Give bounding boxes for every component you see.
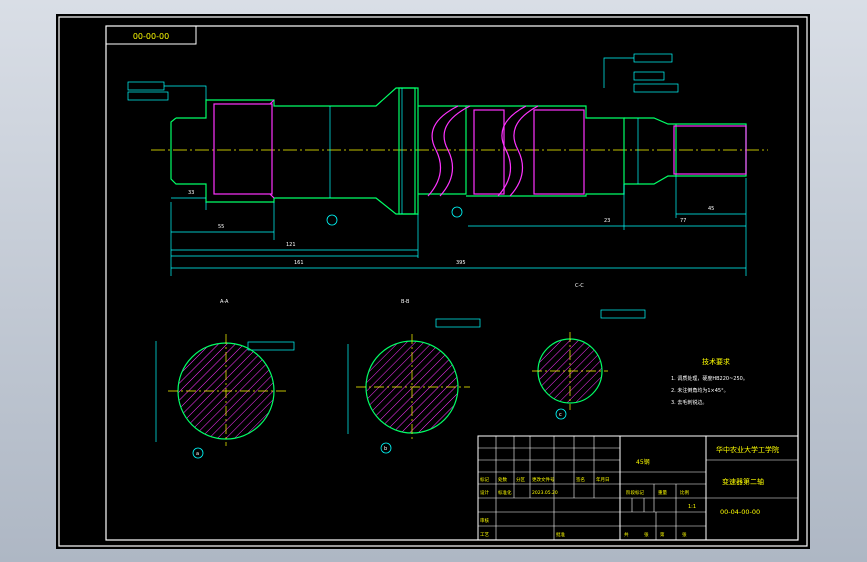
notes-line-1: 1. 调质处理，硬度HB220~250。	[671, 375, 748, 382]
tb-standard: 标准化	[498, 489, 512, 496]
dim-d7: 77	[680, 218, 686, 224]
dimension-texts: 33 55 121 161 395 23 77 45	[188, 190, 714, 266]
drawing-sheet[interactable]: 00-00-00	[56, 14, 810, 549]
section-c-label: C-C	[575, 283, 584, 289]
dim-d4: 161	[294, 260, 304, 266]
tb-sheet-unit-b: 张	[682, 531, 687, 538]
tb-header-1: 标记	[480, 476, 489, 483]
section-markers	[192, 206, 567, 459]
notes-line-2: 2. 未注倒角均为1×45°。	[671, 387, 729, 394]
tb-sheet-total: 共	[624, 531, 629, 538]
dim-d2: 55	[218, 224, 224, 230]
dimension-lines	[170, 88, 747, 276]
thread-zones	[213, 99, 747, 199]
dim-d3: 121	[286, 242, 296, 248]
shaft-drawing: 00-00-00	[58, 16, 808, 547]
tb-school: 华中农业大学工学院	[716, 445, 779, 454]
tb-approve: 批准	[556, 531, 565, 538]
tb-scale: 1:1	[688, 504, 696, 510]
tb-date: 2023.05.20	[532, 490, 558, 496]
tb-sheet-no: 第	[660, 531, 665, 538]
dim-d5: 395	[456, 260, 466, 266]
section-view-a	[155, 334, 286, 446]
dim-d6: 23	[604, 218, 610, 224]
section-b-label: B-B	[401, 299, 410, 305]
notes-line-3: 3. 去毛刺锐边。	[671, 399, 707, 406]
stamp-box: 00-00-00	[105, 25, 197, 45]
tb-drawing-no: 00-04-00-00	[720, 508, 760, 516]
tb-material: 45钢	[636, 458, 650, 466]
section-view-b	[347, 334, 470, 442]
section-a-label: A-A	[220, 299, 229, 305]
inner-frame	[105, 25, 799, 541]
tb-scale-label: 比例	[680, 489, 689, 496]
marker-b: b	[384, 446, 387, 452]
tolerance-frames	[127, 53, 679, 351]
stamp-label: 00-00-00	[133, 32, 169, 41]
tb-header-4: 更改文件号	[532, 476, 555, 483]
tb-sheet-unit-a: 张	[644, 531, 649, 538]
section-labels: A-A B-B C-C a b c	[196, 283, 584, 457]
tb-weight: 重量	[658, 489, 667, 496]
tb-header-6: 年月日	[596, 476, 610, 483]
outer-frame	[58, 16, 808, 547]
marker-a: a	[196, 451, 199, 457]
technical-notes: 技术要求 1. 调质处理，硬度HB220~250。 2. 未注倒角均为1×45°…	[671, 357, 748, 406]
dim-d1: 33	[188, 190, 194, 196]
tb-review: 审核	[480, 517, 489, 524]
tb-process: 工艺	[480, 532, 489, 538]
tb-stage: 阶段标记	[626, 489, 644, 496]
shaft-outline	[170, 87, 747, 215]
notes-title: 技术要求	[702, 357, 730, 366]
tb-header-3: 分区	[516, 476, 525, 483]
tb-designer: 设计	[480, 489, 489, 496]
dim-d8: 45	[708, 206, 714, 212]
tb-part-name: 变速器第二轴	[722, 477, 764, 486]
tb-header-5: 签名	[576, 476, 585, 483]
marker-c: c	[559, 412, 562, 418]
tb-header-2: 处数	[498, 476, 507, 483]
title-block: 标记 处数 分区 更改文件号 签名 年月日 设计 标准化 2023.05.20 …	[477, 435, 799, 541]
section-view-c	[532, 332, 608, 410]
